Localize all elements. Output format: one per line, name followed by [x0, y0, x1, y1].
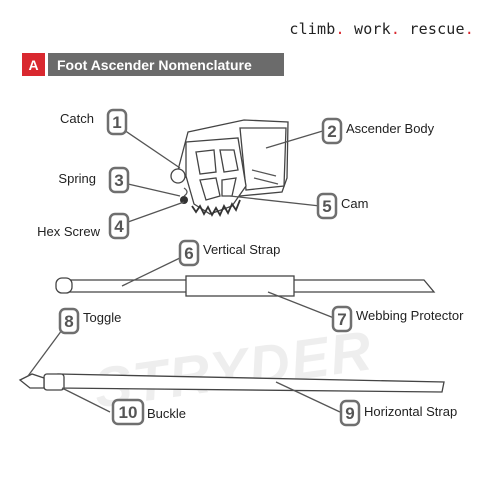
leader-line-buckle: [61, 387, 111, 413]
part-label-toggle: Toggle: [83, 310, 121, 325]
tagline-word-work: work: [353, 20, 391, 38]
leader-line-catch: [123, 129, 181, 169]
part-label-buckle: Buckle: [147, 406, 186, 421]
part-label-webbing-protector: Webbing Protector: [356, 308, 464, 323]
horizontal-strap-illustration: [18, 373, 445, 393]
part-badge-webbing-protector: 7: [331, 305, 353, 333]
cam-shape: [185, 137, 247, 215]
leader-line-webbing-protector: [267, 291, 335, 319]
leader-line-horizontal-strap: [275, 381, 341, 413]
tagline-dot: .: [464, 20, 474, 38]
toggle-shape: [18, 373, 45, 389]
part-badge-horizontal-strap: 9: [339, 399, 361, 427]
svg-text:6: 6: [184, 244, 193, 263]
leader-line-ascender-body: [265, 129, 327, 149]
part-label-cam: Cam: [341, 196, 368, 211]
tagline: climb. work. rescue.: [289, 20, 474, 38]
svg-text:8: 8: [64, 312, 73, 331]
part-label-ascender-body: Ascender Body: [346, 121, 435, 136]
part-badge-ascender-body: 2: [321, 117, 343, 145]
buckle-shape: [43, 373, 65, 391]
part-label-horizontal-strap: Horizontal Strap: [364, 404, 457, 419]
part-label-vertical-strap: Vertical Strap: [203, 242, 280, 257]
svg-text:7: 7: [337, 310, 346, 329]
svg-text:4: 4: [114, 217, 124, 236]
webbing-protector-shape: [185, 275, 295, 297]
section-title: Foot Ascender Nomenclature: [48, 53, 284, 76]
part-badge-hex-screw: 4: [108, 212, 130, 240]
ascender-ridge: [253, 177, 279, 185]
svg-text:5: 5: [322, 197, 331, 216]
part-label-catch: Catch: [60, 111, 94, 126]
ascender-side-plate: [239, 127, 287, 191]
svg-text:2: 2: [327, 122, 336, 141]
leader-line-vertical-strap: [121, 255, 185, 287]
cam-window: [199, 177, 221, 201]
leader-line-spring: [127, 183, 181, 197]
cam-window: [195, 149, 217, 175]
part-badge-toggle: 8: [58, 307, 80, 335]
part-badge-buckle: 10: [111, 398, 145, 426]
cam-window: [219, 149, 239, 173]
tagline-dot: .: [335, 20, 345, 38]
leader-line-hex-screw: [127, 201, 185, 223]
cam-teeth: [191, 199, 241, 217]
part-label-spring: Spring: [58, 171, 96, 186]
tagline-word-climb: climb: [289, 20, 336, 38]
svg-text:1: 1: [112, 113, 121, 132]
tagline-word-rescue: rescue: [409, 20, 465, 38]
part-badge-catch: 1: [106, 108, 128, 136]
spring-coil: [183, 187, 188, 197]
part-badge-vertical-strap: 6: [178, 239, 200, 267]
section-letter-badge: A: [22, 53, 45, 76]
hex-screw-head: [180, 196, 188, 204]
svg-text:9: 9: [345, 404, 354, 423]
vertical-strap-illustration: [55, 275, 436, 297]
tagline-dot: .: [390, 20, 401, 38]
ascender-ridge: [251, 169, 277, 177]
section-header: A Foot Ascender Nomenclature: [22, 53, 284, 76]
leader-line-cam: [229, 195, 321, 207]
part-badge-cam: 5: [316, 192, 338, 220]
leader-line-toggle: [27, 329, 63, 377]
catch-knob: [170, 168, 186, 184]
ascender-illustration: [170, 119, 289, 217]
svg-text:3: 3: [114, 171, 123, 190]
part-label-hex-screw: Hex Screw: [37, 224, 100, 239]
part-badge-spring: 3: [108, 166, 130, 194]
vertical-strap-end-cap: [55, 277, 73, 294]
svg-text:10: 10: [119, 403, 138, 422]
